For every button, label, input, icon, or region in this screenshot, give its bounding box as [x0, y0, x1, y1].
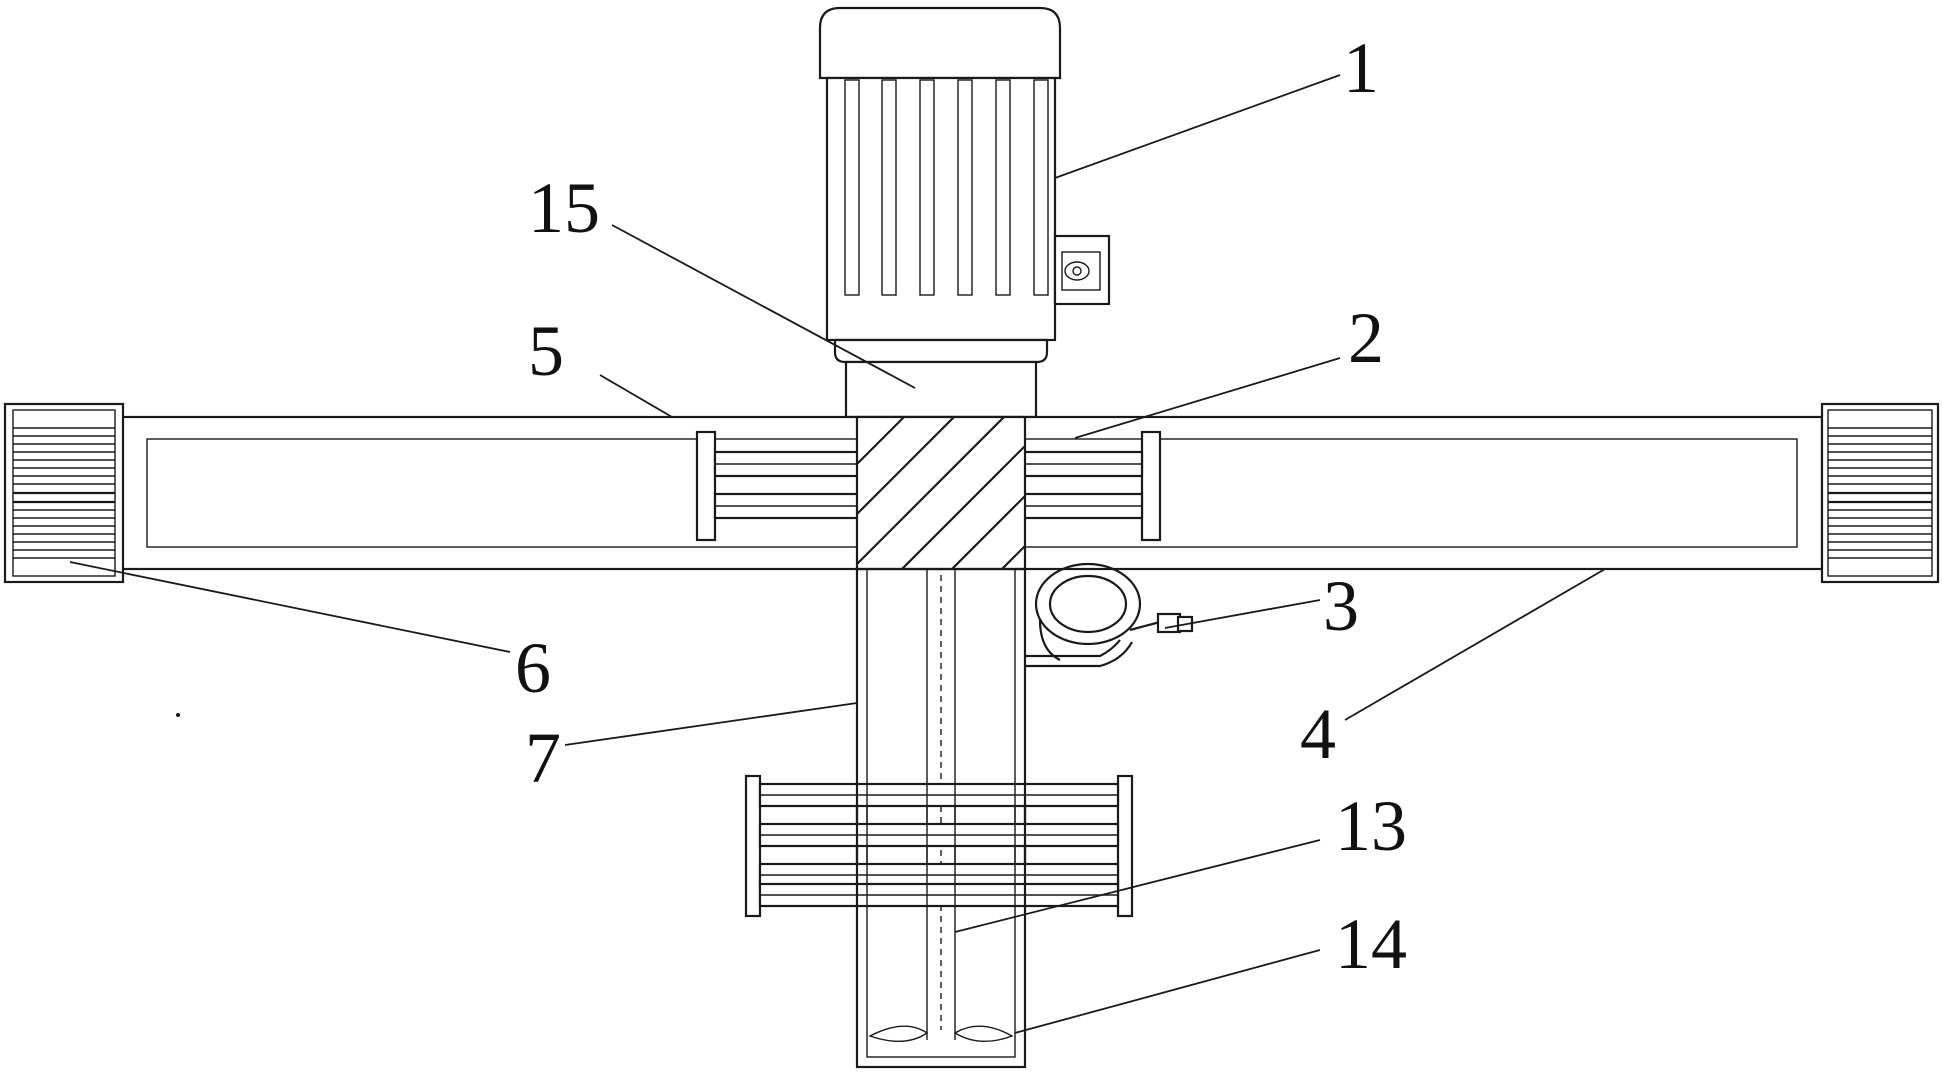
label-3: 3 [1323, 566, 1359, 646]
label-7: 7 [525, 718, 561, 798]
label-14: 14 [1335, 904, 1407, 984]
stray-dot [176, 713, 180, 717]
coupling-housing [844, 360, 1038, 419]
hatched-block [855, 415, 1027, 571]
label-4: 4 [1300, 694, 1336, 774]
label-13: 13 [1335, 786, 1407, 866]
leader-lines [69, 74, 1606, 1034]
end-block-right [1820, 402, 1940, 584]
motor [818, 6, 1111, 364]
lower-rollers [744, 774, 1134, 918]
label-1: 1 [1343, 28, 1379, 108]
hose-ring [1025, 562, 1194, 668]
impeller [868, 1025, 1014, 1042]
label-6: 6 [515, 628, 551, 708]
label-5: 5 [528, 311, 564, 391]
end-block-left [3, 402, 125, 584]
label-15: 15 [528, 168, 600, 248]
label-2: 2 [1348, 298, 1384, 378]
